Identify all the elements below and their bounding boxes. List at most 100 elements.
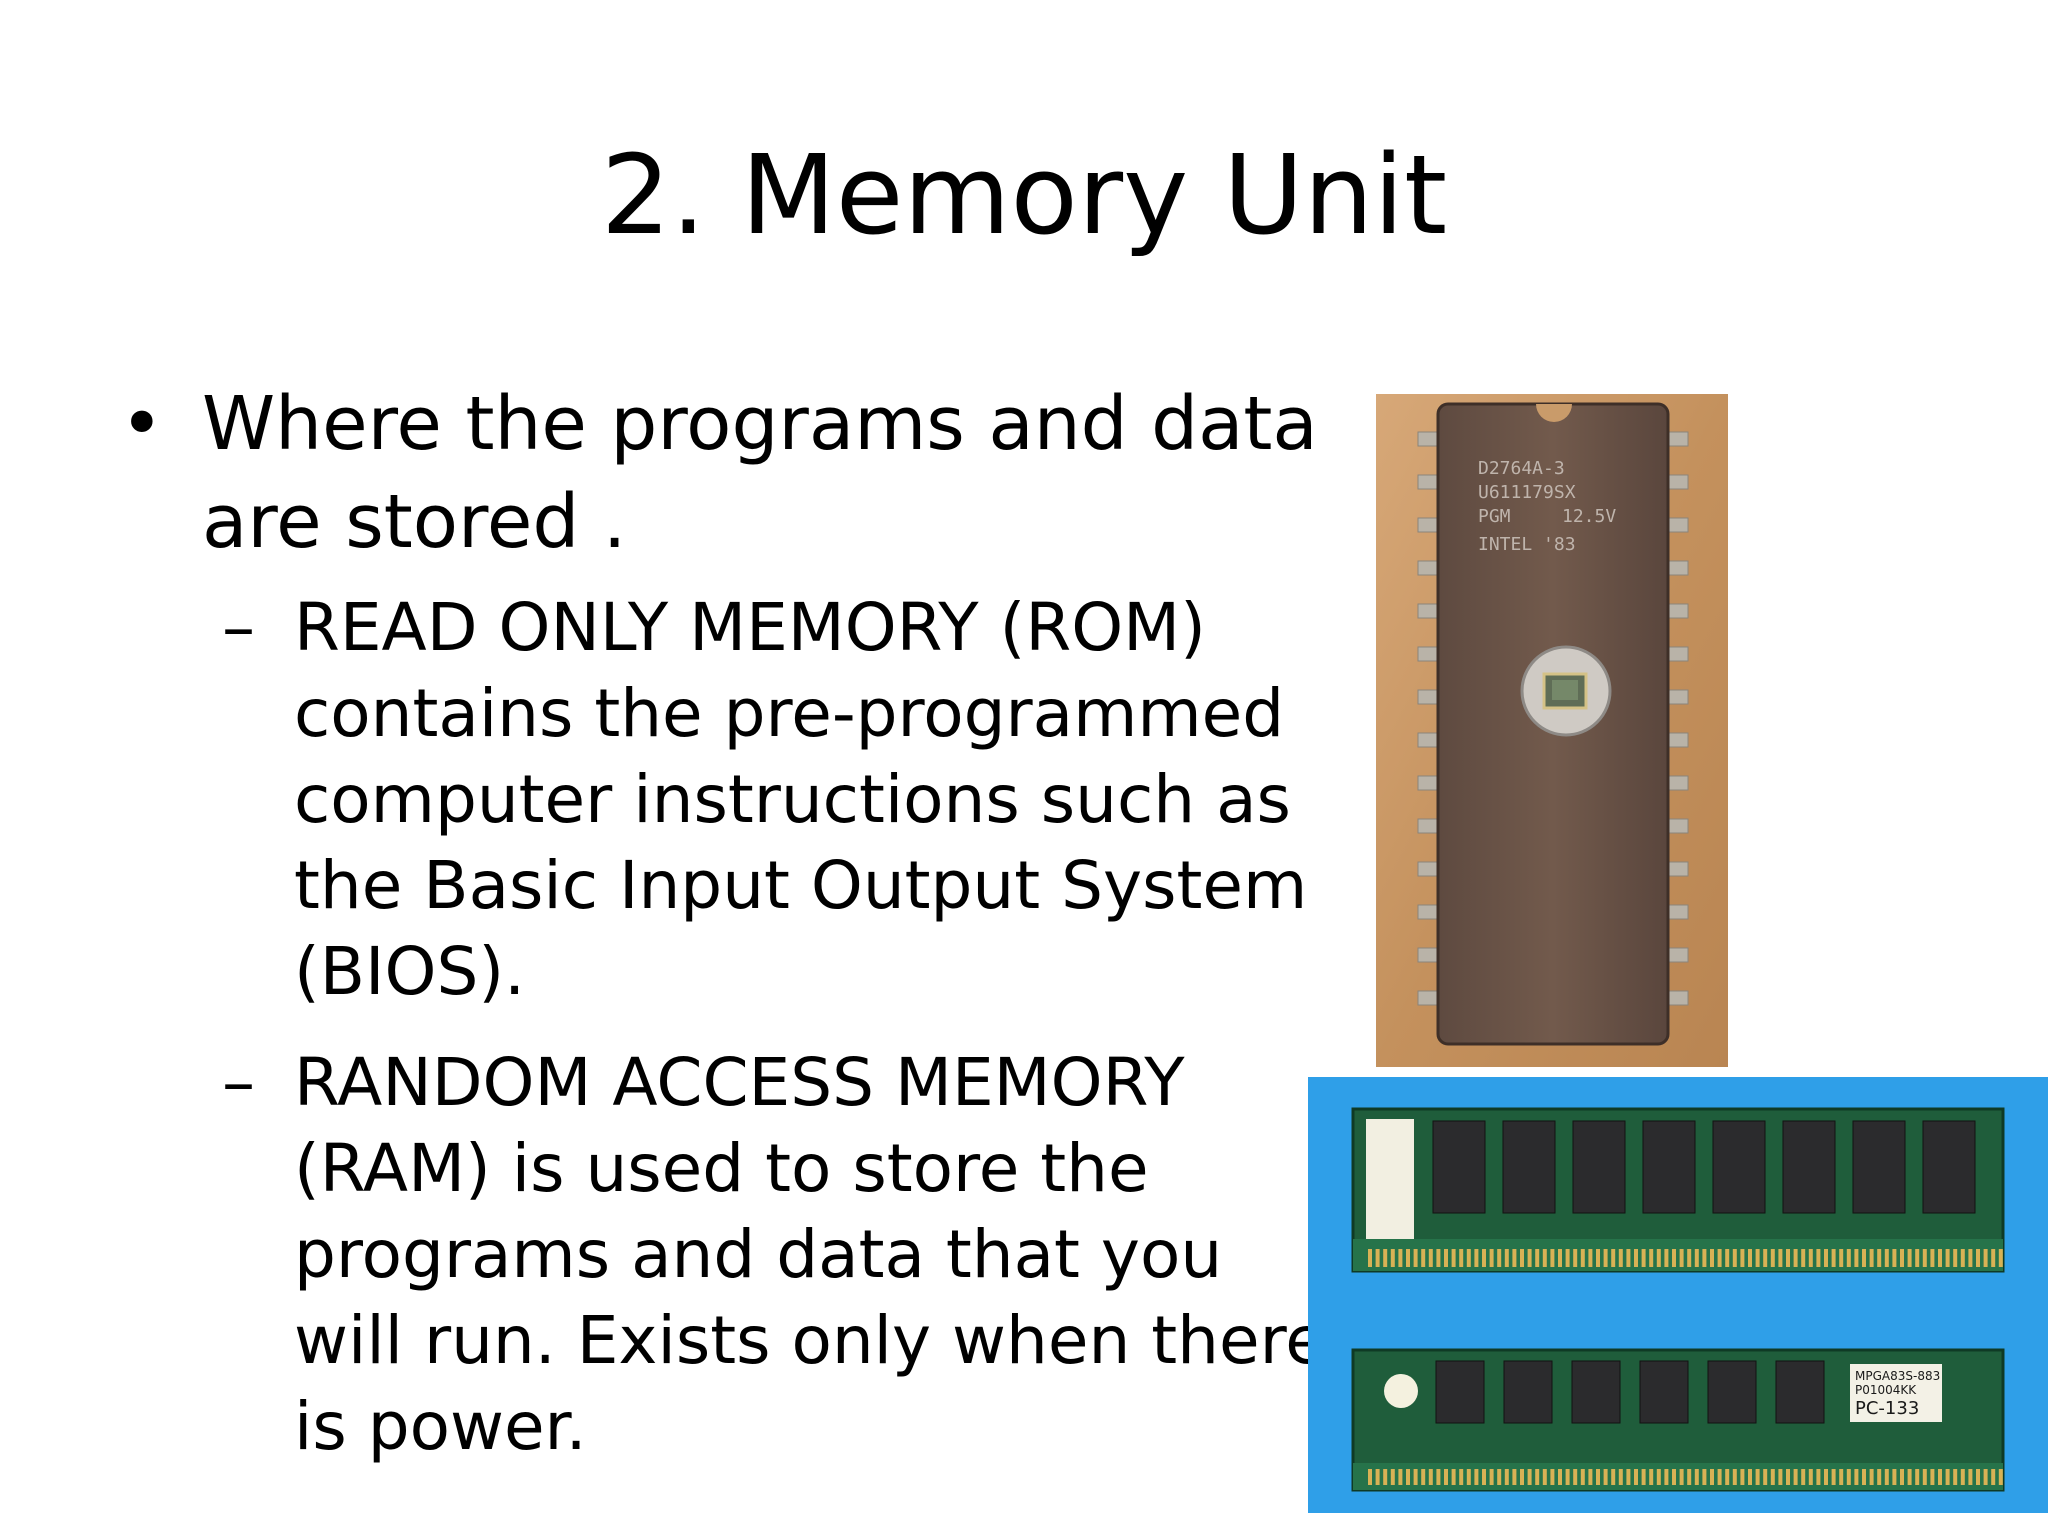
gold-contact: [1892, 1249, 1897, 1267]
gold-contact: [1436, 1469, 1441, 1485]
gold-contact: [1398, 1249, 1403, 1267]
gold-contact: [1694, 1249, 1699, 1267]
gold-contact: [1687, 1249, 1692, 1267]
memory-chip: [1502, 1120, 1556, 1214]
gold-contact: [1998, 1469, 2003, 1485]
bullet-text: Where the programs and data are stored .: [202, 381, 1318, 565]
gold-contact: [1945, 1249, 1950, 1267]
gold-contact: [1915, 1249, 1920, 1267]
ram-modules-photo: MPGA83S-883 P01004KK PC-133: [1308, 1077, 2048, 1513]
memory-chip: [1852, 1120, 1906, 1214]
ram-description: RANDOM ACCESS MEMORY (RAM) is used to st…: [294, 1044, 1326, 1465]
gold-contact: [1915, 1469, 1920, 1485]
gold-contact: [1786, 1249, 1790, 1267]
gold-contact: [1900, 1469, 1904, 1485]
gold-contact: [1983, 1469, 1988, 1485]
gold-contact: [1596, 1249, 1600, 1267]
gold-contact: [1953, 1469, 1958, 1485]
gold-contact: [1588, 1469, 1593, 1485]
gold-contact: [1375, 1249, 1380, 1267]
gold-contact: [1474, 1249, 1479, 1267]
gold-contact: [1558, 1249, 1562, 1267]
gold-contact: [1482, 1469, 1486, 1485]
gold-contact: [1649, 1249, 1654, 1267]
gold-contact: [1725, 1249, 1730, 1267]
gold-contact: [1976, 1469, 1980, 1485]
gold-contact: [1922, 1469, 1927, 1485]
gold-contact: [1672, 1249, 1676, 1267]
gold-contact: [1725, 1469, 1730, 1485]
gold-contact: [1603, 1249, 1608, 1267]
chip-marking-5: INTEL '83: [1478, 534, 1576, 555]
gold-contact: [1573, 1469, 1578, 1485]
gold-contact: [1717, 1469, 1722, 1485]
gold-contact: [1383, 1249, 1388, 1267]
memory-chip: [1571, 1360, 1621, 1424]
gold-contact: [1466, 1249, 1471, 1267]
gold-contact: [1900, 1249, 1904, 1267]
gold-contact: [1846, 1249, 1851, 1267]
gold-contact: [1634, 1249, 1638, 1267]
gold-contact: [1945, 1469, 1950, 1485]
memory-chip: [1639, 1360, 1689, 1424]
gold-contact: [1732, 1249, 1737, 1267]
gold-contact: [1368, 1469, 1372, 1485]
gold-contact: [1611, 1469, 1616, 1485]
gold-contact: [1846, 1469, 1851, 1485]
gold-contact: [1983, 1249, 1988, 1267]
gold-contact: [1482, 1249, 1486, 1267]
gold-contact: [1466, 1469, 1471, 1485]
gold-contact: [1383, 1469, 1388, 1485]
gold-contact: [1824, 1249, 1828, 1267]
rom-description: READ ONLY MEMORY (ROM) contains the pre-…: [294, 589, 1308, 1010]
gold-contact: [1497, 1249, 1502, 1267]
gold-contact: [1998, 1249, 2003, 1267]
gold-contact: [1527, 1249, 1532, 1267]
gold-contact: [1877, 1469, 1882, 1485]
gold-contact: [1907, 1249, 1912, 1267]
gold-contact: [1831, 1249, 1836, 1267]
chip-marking-1: D2764A-3: [1478, 458, 1565, 479]
gold-contact: [1687, 1469, 1692, 1485]
memory-chip: [1432, 1120, 1486, 1214]
gold-contact: [1542, 1469, 1547, 1485]
gold-contact: [1816, 1249, 1821, 1267]
gold-contact: [1938, 1249, 1942, 1267]
gold-contact: [1831, 1469, 1836, 1485]
gold-contact: [1702, 1249, 1707, 1267]
memory-chip: [1712, 1120, 1766, 1214]
gold-contact: [1542, 1249, 1547, 1267]
gold-contact: [1763, 1249, 1768, 1267]
gold-contact: [1459, 1249, 1464, 1267]
gold-contact: [1459, 1469, 1464, 1485]
gold-contact: [1740, 1469, 1745, 1485]
memory-chip: [1642, 1120, 1696, 1214]
chip-marking-3: PGM: [1478, 506, 1511, 527]
memory-chip: [1782, 1120, 1836, 1214]
gold-contact: [1398, 1469, 1403, 1485]
gold-contact: [1770, 1249, 1775, 1267]
gold-contact: [1565, 1249, 1570, 1267]
gold-contact: [1641, 1469, 1646, 1485]
gold-contact: [1428, 1249, 1433, 1267]
eprom-chip-photo: D2764A-3 U611179SX PGM 12.5V INTEL '83: [1376, 394, 1728, 1067]
gold-contact: [1793, 1249, 1798, 1267]
gold-contact: [1922, 1249, 1927, 1267]
gold-contact: [1656, 1469, 1661, 1485]
chip-marking-4: 12.5V: [1562, 506, 1616, 527]
gold-contact: [1960, 1249, 1965, 1267]
gold-contact: [1824, 1469, 1828, 1485]
gold-contact: [1512, 1469, 1517, 1485]
memory-chip: [1922, 1120, 1976, 1214]
gold-contact: [1656, 1249, 1661, 1267]
gold-contact: [1406, 1469, 1410, 1485]
gold-contact: [1573, 1249, 1578, 1267]
gold-contact: [1786, 1469, 1790, 1485]
gold-contact: [1512, 1249, 1517, 1267]
gold-contact: [1679, 1249, 1684, 1267]
gold-contact: [1793, 1469, 1798, 1485]
gold-contact: [1778, 1469, 1783, 1485]
gold-contact: [1877, 1249, 1882, 1267]
gold-contact: [1755, 1469, 1760, 1485]
memory-chip: [1707, 1360, 1757, 1424]
